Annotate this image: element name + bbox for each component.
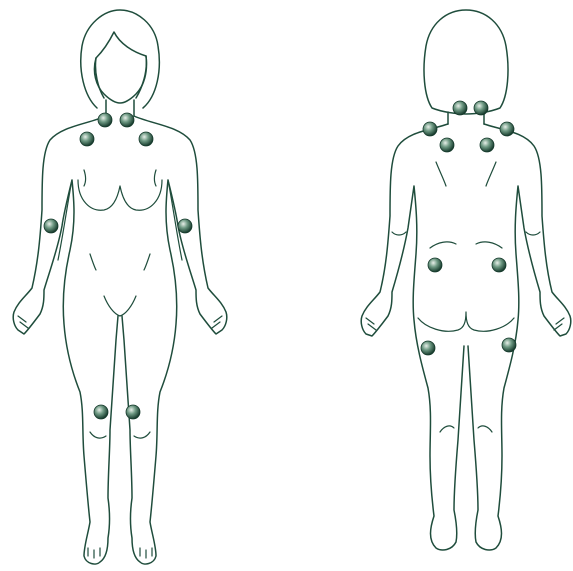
- tender-point-back-supraspinatus-right: [480, 138, 494, 152]
- tender-point-front-neck-left: [98, 113, 112, 127]
- back-body-outline: [361, 124, 571, 550]
- tender-point-back-supraspinatus-left: [440, 138, 454, 152]
- front-hips: [90, 254, 150, 316]
- tender-point-back-trochanter-left: [421, 341, 435, 355]
- front-chest: [78, 170, 162, 210]
- front-feet: [88, 548, 152, 558]
- front-figure: [13, 10, 227, 564]
- tender-point-back-occiput-right: [474, 101, 488, 115]
- back-shoulder-blades: [436, 162, 496, 186]
- front-inner-arms: [58, 180, 182, 260]
- tender-point-front-chest-right: [139, 132, 153, 146]
- front-knees: [90, 432, 150, 438]
- tender-point-back-gluteal-left: [428, 258, 442, 272]
- tender-point-back-trapezius-left: [423, 122, 437, 136]
- tender-point-back-trapezius-right: [500, 122, 514, 136]
- tender-point-front-elbow-right: [178, 219, 192, 233]
- back-knees: [440, 426, 492, 432]
- tender-point-front-knee-left: [94, 405, 108, 419]
- front-body-outline: [13, 116, 227, 564]
- tender-point-back-trochanter-right: [502, 338, 516, 352]
- back-inner-arms: [392, 232, 540, 235]
- back-buttocks: [418, 242, 514, 331]
- tender-point-front-knee-right: [126, 405, 140, 419]
- front-hair: [81, 10, 160, 108]
- back-figure: [361, 10, 571, 550]
- tender-point-front-neck-right: [120, 113, 134, 127]
- back-hair: [424, 10, 508, 114]
- tender-point-front-elbow-left: [44, 219, 58, 233]
- tender-point-back-occiput-left: [453, 101, 467, 115]
- tender-point-back-gluteal-right: [492, 258, 506, 272]
- tender-point-front-chest-left: [80, 132, 94, 146]
- front-hands: [18, 316, 222, 328]
- tender-points: [44, 101, 516, 419]
